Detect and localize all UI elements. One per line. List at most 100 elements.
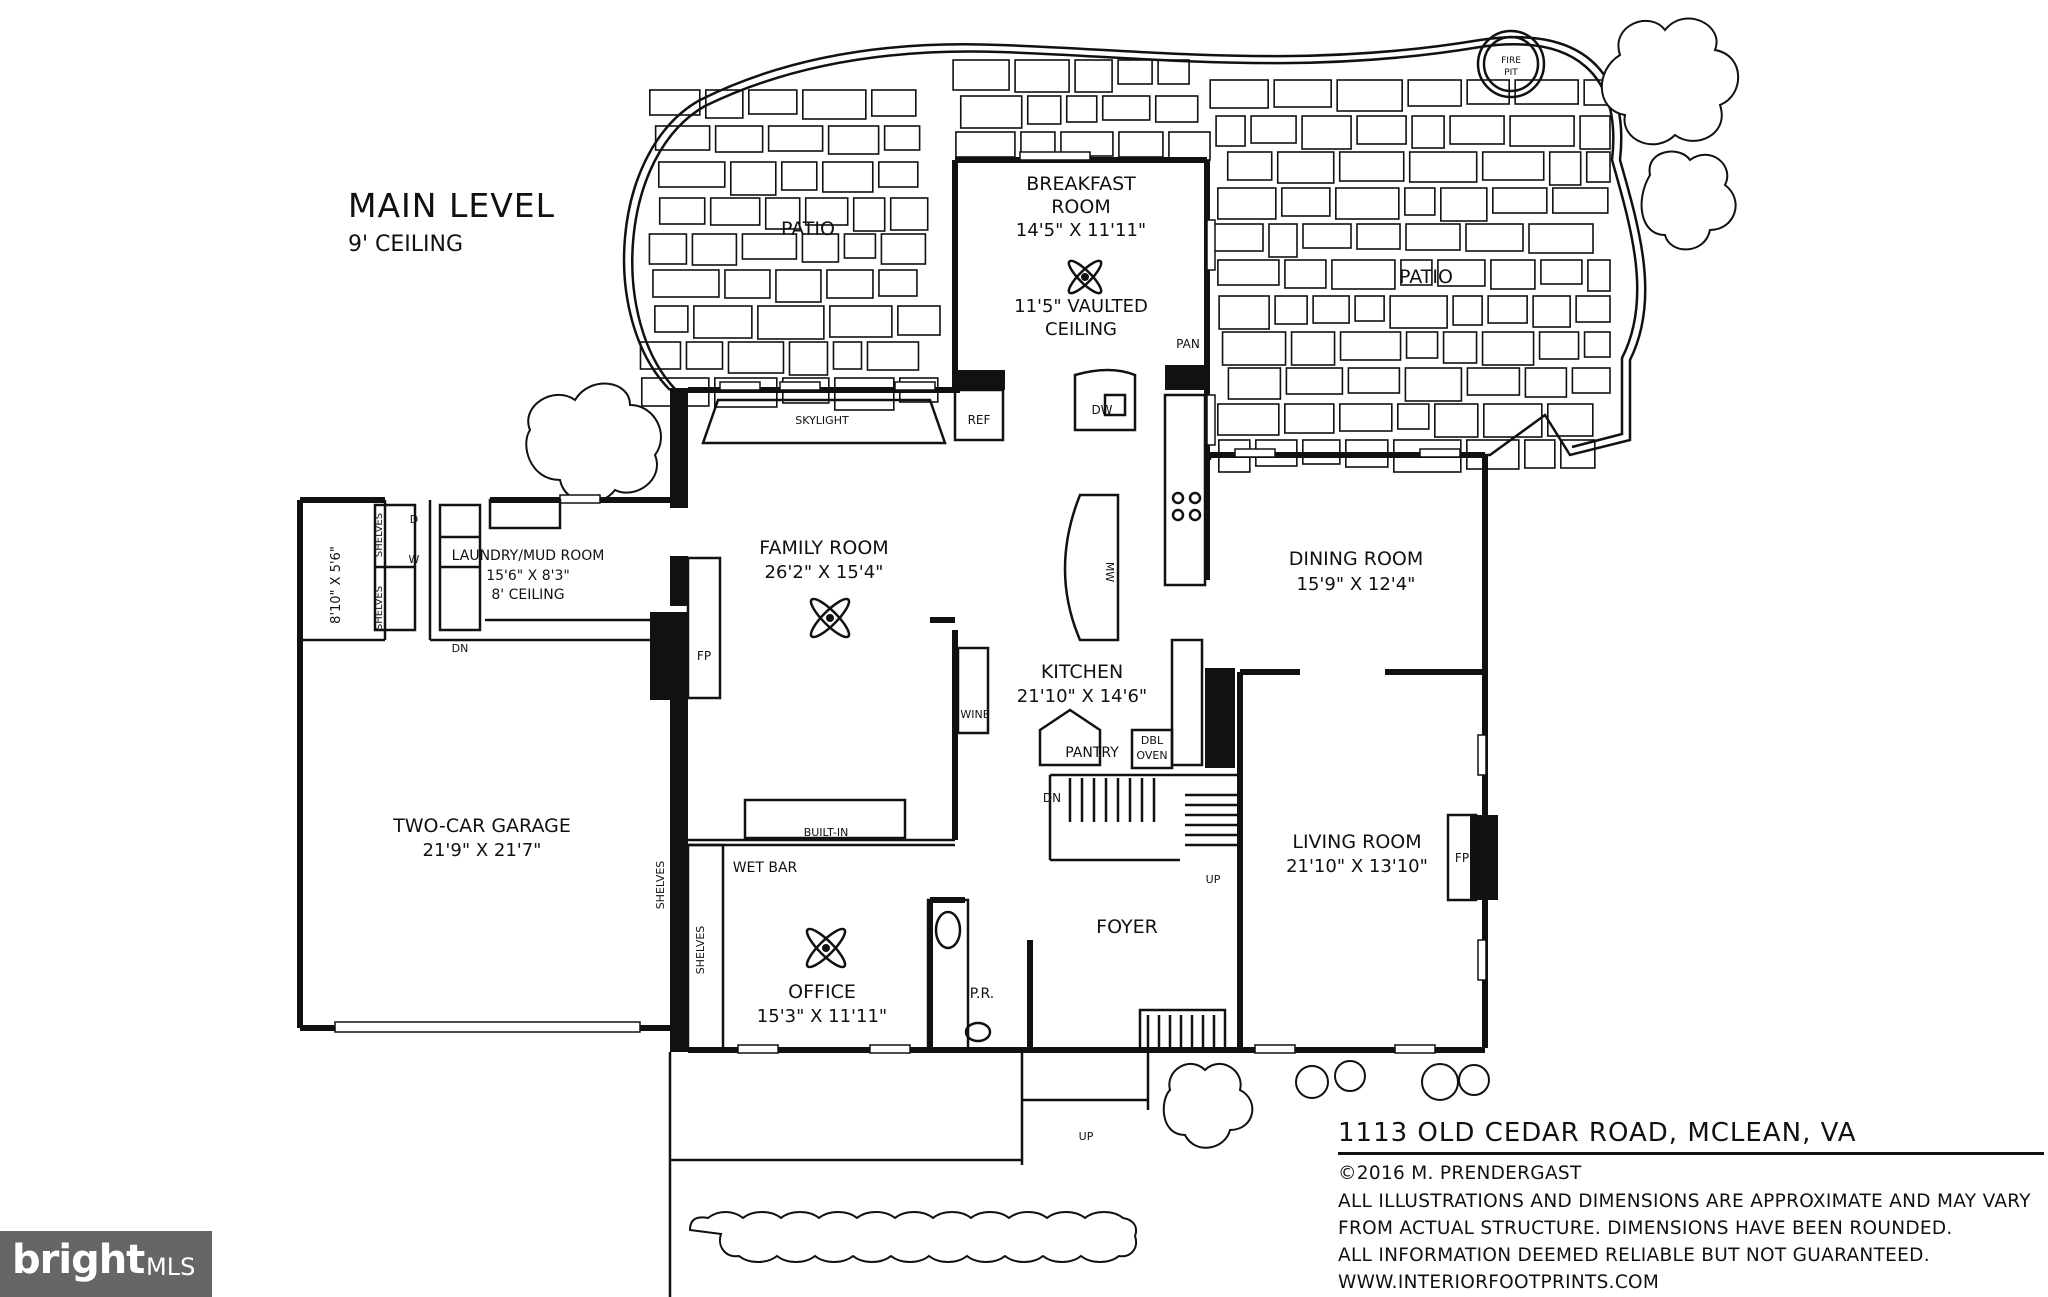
paver-stone [1389,295,1448,329]
paver-stone [724,269,771,299]
paver-stone [1579,115,1611,150]
fire-pit-label-2: PIT [1504,68,1518,78]
paver-stone [1331,259,1396,290]
paver-stone [1074,59,1113,93]
walls [297,157,1498,1297]
disclaimer-line-2: FROM ACTUAL STRUCTURE. DIMENSIONS HAVE B… [1338,1218,1953,1239]
paver-stone [685,341,724,370]
paver-stone [880,233,927,265]
shelves-label-3: SHELVES [654,861,667,910]
breakfast-label-2: ROOM [1051,196,1111,218]
laundry-label: LAUNDRY/MUD ROOM [452,548,605,564]
logo-mls-text: MLS [146,1253,196,1281]
landscaping [525,17,1740,1263]
paver-stone [648,233,688,265]
paver-stone [1250,115,1297,144]
paver-stone [1575,295,1611,323]
paver-stone [1528,223,1594,254]
paver-stone [833,377,895,411]
paver-stone [1540,259,1583,285]
paver-stone [826,269,874,299]
paver-stone [709,197,761,226]
paver-stone [1339,331,1402,361]
closet-dims: 8'10" X 5'6" [329,546,344,624]
paver-stone [1226,151,1273,181]
fire-pit-label-1: FIRE [1501,56,1521,66]
paver-stone [1217,187,1277,220]
paver-stone [1302,223,1352,249]
patio-right-label: PATIO [1399,266,1453,288]
kitchen-label: KITCHEN [1041,661,1123,683]
paver-stone [1217,259,1280,286]
paver-stone [1487,295,1528,324]
foyer-label: FOYER [1096,916,1158,938]
living-room-dims: 21'10" X 13'10" [1286,856,1428,877]
paver-stone [727,341,785,374]
paver-stone [1440,187,1488,222]
laundry-dims: 15'6" X 8'3" [486,568,570,584]
pantry-label: PANTRY [1065,745,1119,761]
paver-stone [1466,79,1510,105]
paver-stone [1274,295,1308,325]
paver-stone [705,89,744,119]
paver-stone [1538,331,1580,360]
paver-stone [1285,367,1344,395]
paver-stone [1466,367,1521,396]
paver-stone [1524,439,1556,469]
paver-stone [757,305,825,340]
shelves-label-2: SHELVES [374,586,385,630]
plan-subtitle: 9' CEILING [348,232,464,257]
paver-stone [658,197,706,225]
paver-stone [1290,331,1336,366]
paver-stone [1481,151,1545,181]
stair-dn-label: DN [1043,791,1061,805]
paver-stone [1339,403,1393,432]
paver-stone [1273,79,1332,108]
fixture-labels: SKYLIGHT REF DW PAN MW WINE PANTRY DBL O… [374,337,1469,1143]
paver-stone [1101,95,1151,121]
paver-stone [1276,151,1335,184]
paver-stone [959,95,1023,129]
ref-label: REF [968,413,991,427]
paver-stone [1449,115,1505,145]
paver-stone [1284,403,1335,434]
paver-stone [1268,223,1298,258]
paver-stone [1404,367,1463,402]
paver-stone [1571,367,1611,394]
paver-stone [1356,115,1407,145]
paver-stone [1514,79,1579,105]
paver-stone [1117,59,1153,85]
paver-stone [821,161,874,193]
patio-left-label: PATIO [781,218,835,240]
paver-stone [871,89,917,117]
brand-logo: bright MLS [0,1231,212,1297]
dbl-label: DBL [1141,734,1164,747]
shelves-label-1: SHELVES [374,513,385,557]
paver-stone [1221,331,1287,366]
office-label: OFFICE [788,981,856,1003]
paver-stone [1281,187,1331,217]
paver-stone [1157,59,1190,85]
paver-stone [1336,79,1403,112]
paver-stone [1301,115,1352,150]
paver-stone [748,89,798,115]
paver-stone [1437,259,1486,287]
paver-stone [1168,131,1211,161]
paver-stone [1411,115,1445,149]
paver-stone [1587,259,1611,292]
paver-stone [729,161,777,196]
paver-stone [883,125,921,151]
paver-stone [691,233,738,266]
paver-stone [1434,403,1479,438]
paver-stone [654,125,711,151]
paver-stone [1509,115,1575,147]
paver-stone [775,269,822,303]
paver-stone [1118,131,1164,158]
breakfast-label-1: BREAKFAST [1026,173,1136,195]
paver-stone [1408,151,1478,183]
paver-stone [1218,295,1270,330]
paver-stone [1227,367,1282,400]
oven-label: OVEN [1136,749,1167,762]
patio-paving [639,59,1611,473]
paver-stone [1209,79,1269,109]
